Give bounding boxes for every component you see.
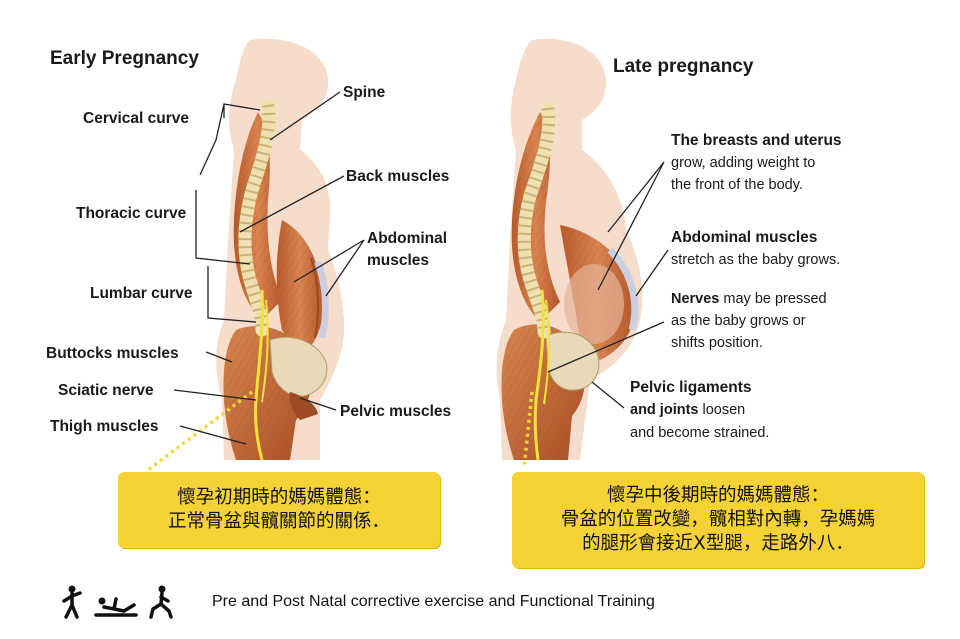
label-abdominal-line2: muscles xyxy=(367,252,429,269)
label-spine: Spine xyxy=(343,84,386,101)
label-thigh-muscles: Thigh muscles xyxy=(50,418,159,435)
note-pelvic-line3: and become strained. xyxy=(630,425,769,441)
label-back-muscles: Back muscles xyxy=(346,168,449,185)
early-caption-line1: 懷孕初期時的媽媽體態： xyxy=(177,487,381,508)
early-sciatic-nerve xyxy=(254,289,264,461)
footer-text: Pre and Post Natal corrective exercise a… xyxy=(212,593,655,610)
note-nerves-rest: may be pressed xyxy=(719,291,826,307)
label-thoracic-curve: Thoracic curve xyxy=(76,205,187,222)
early-caption-box: 懷孕初期時的媽媽體態： 正常骨盆與髖關節的關係． xyxy=(118,472,440,548)
note-nerves-line3: shifts position. xyxy=(671,335,763,351)
label-pelvic-muscles: Pelvic muscles xyxy=(340,403,451,420)
note-breasts-bold: The breasts and uterus xyxy=(671,132,842,149)
lunging-figure-icon xyxy=(149,585,173,619)
standing-figure-icon xyxy=(62,585,82,619)
note-nerves-line1: Nerves may be pressed xyxy=(671,291,827,307)
late-sciatic-nerve xyxy=(533,289,545,461)
late-pregnancy-title: Late pregnancy xyxy=(613,56,754,77)
late-pregnancy-figure xyxy=(496,38,643,469)
late-caption-line3: 的腿形會接近X型腿，走路外八． xyxy=(582,533,854,554)
label-cervical-curve: Cervical curve xyxy=(83,110,189,127)
label-sciatic-nerve: Sciatic nerve xyxy=(58,382,154,399)
early-pregnancy-title: Early Pregnancy xyxy=(50,48,199,69)
label-abdominal-line1: Abdominal xyxy=(367,230,447,247)
note-pelvic-bold-2: and joints xyxy=(630,402,698,418)
late-caption-line2: 骨盆的位置改變，髖相對內轉，孕媽媽 xyxy=(560,509,876,530)
note-pelvic-line2: and joints loosen xyxy=(630,402,745,418)
note-abdominal-bold: Abdominal muscles xyxy=(671,229,817,246)
late-caption-box: 懷孕中後期時的媽媽體態： 骨盆的位置改變，髖相對內轉，孕媽媽 的腿形會接近X型腿… xyxy=(512,472,924,568)
lying-figure-icon xyxy=(94,597,138,617)
note-nerves-bold: Nerves xyxy=(671,291,719,307)
late-uterus xyxy=(564,264,624,344)
note-breasts-line3: the front of the body. xyxy=(671,177,803,193)
early-pregnancy-figure xyxy=(146,38,345,472)
note-abdominal-line2: stretch as the baby grows. xyxy=(671,252,840,268)
note-pelvic-bold: Pelvic ligaments xyxy=(630,379,751,396)
note-pelvic-rest: loosen xyxy=(698,402,745,418)
note-nerves-line2: as the baby grows or xyxy=(671,313,806,329)
late-caption-line1: 懷孕中後期時的媽媽體態： xyxy=(606,485,829,506)
early-spine xyxy=(238,98,276,337)
label-lumbar-curve: Lumbar curve xyxy=(90,285,193,302)
note-breasts-line2: grow, adding weight to xyxy=(671,155,815,171)
label-buttocks-muscles: Buttocks muscles xyxy=(46,345,179,362)
footer: Pre and Post Natal corrective exercise a… xyxy=(60,585,655,619)
early-caption-line2: 正常骨盆與髖關節的關係． xyxy=(167,511,390,532)
